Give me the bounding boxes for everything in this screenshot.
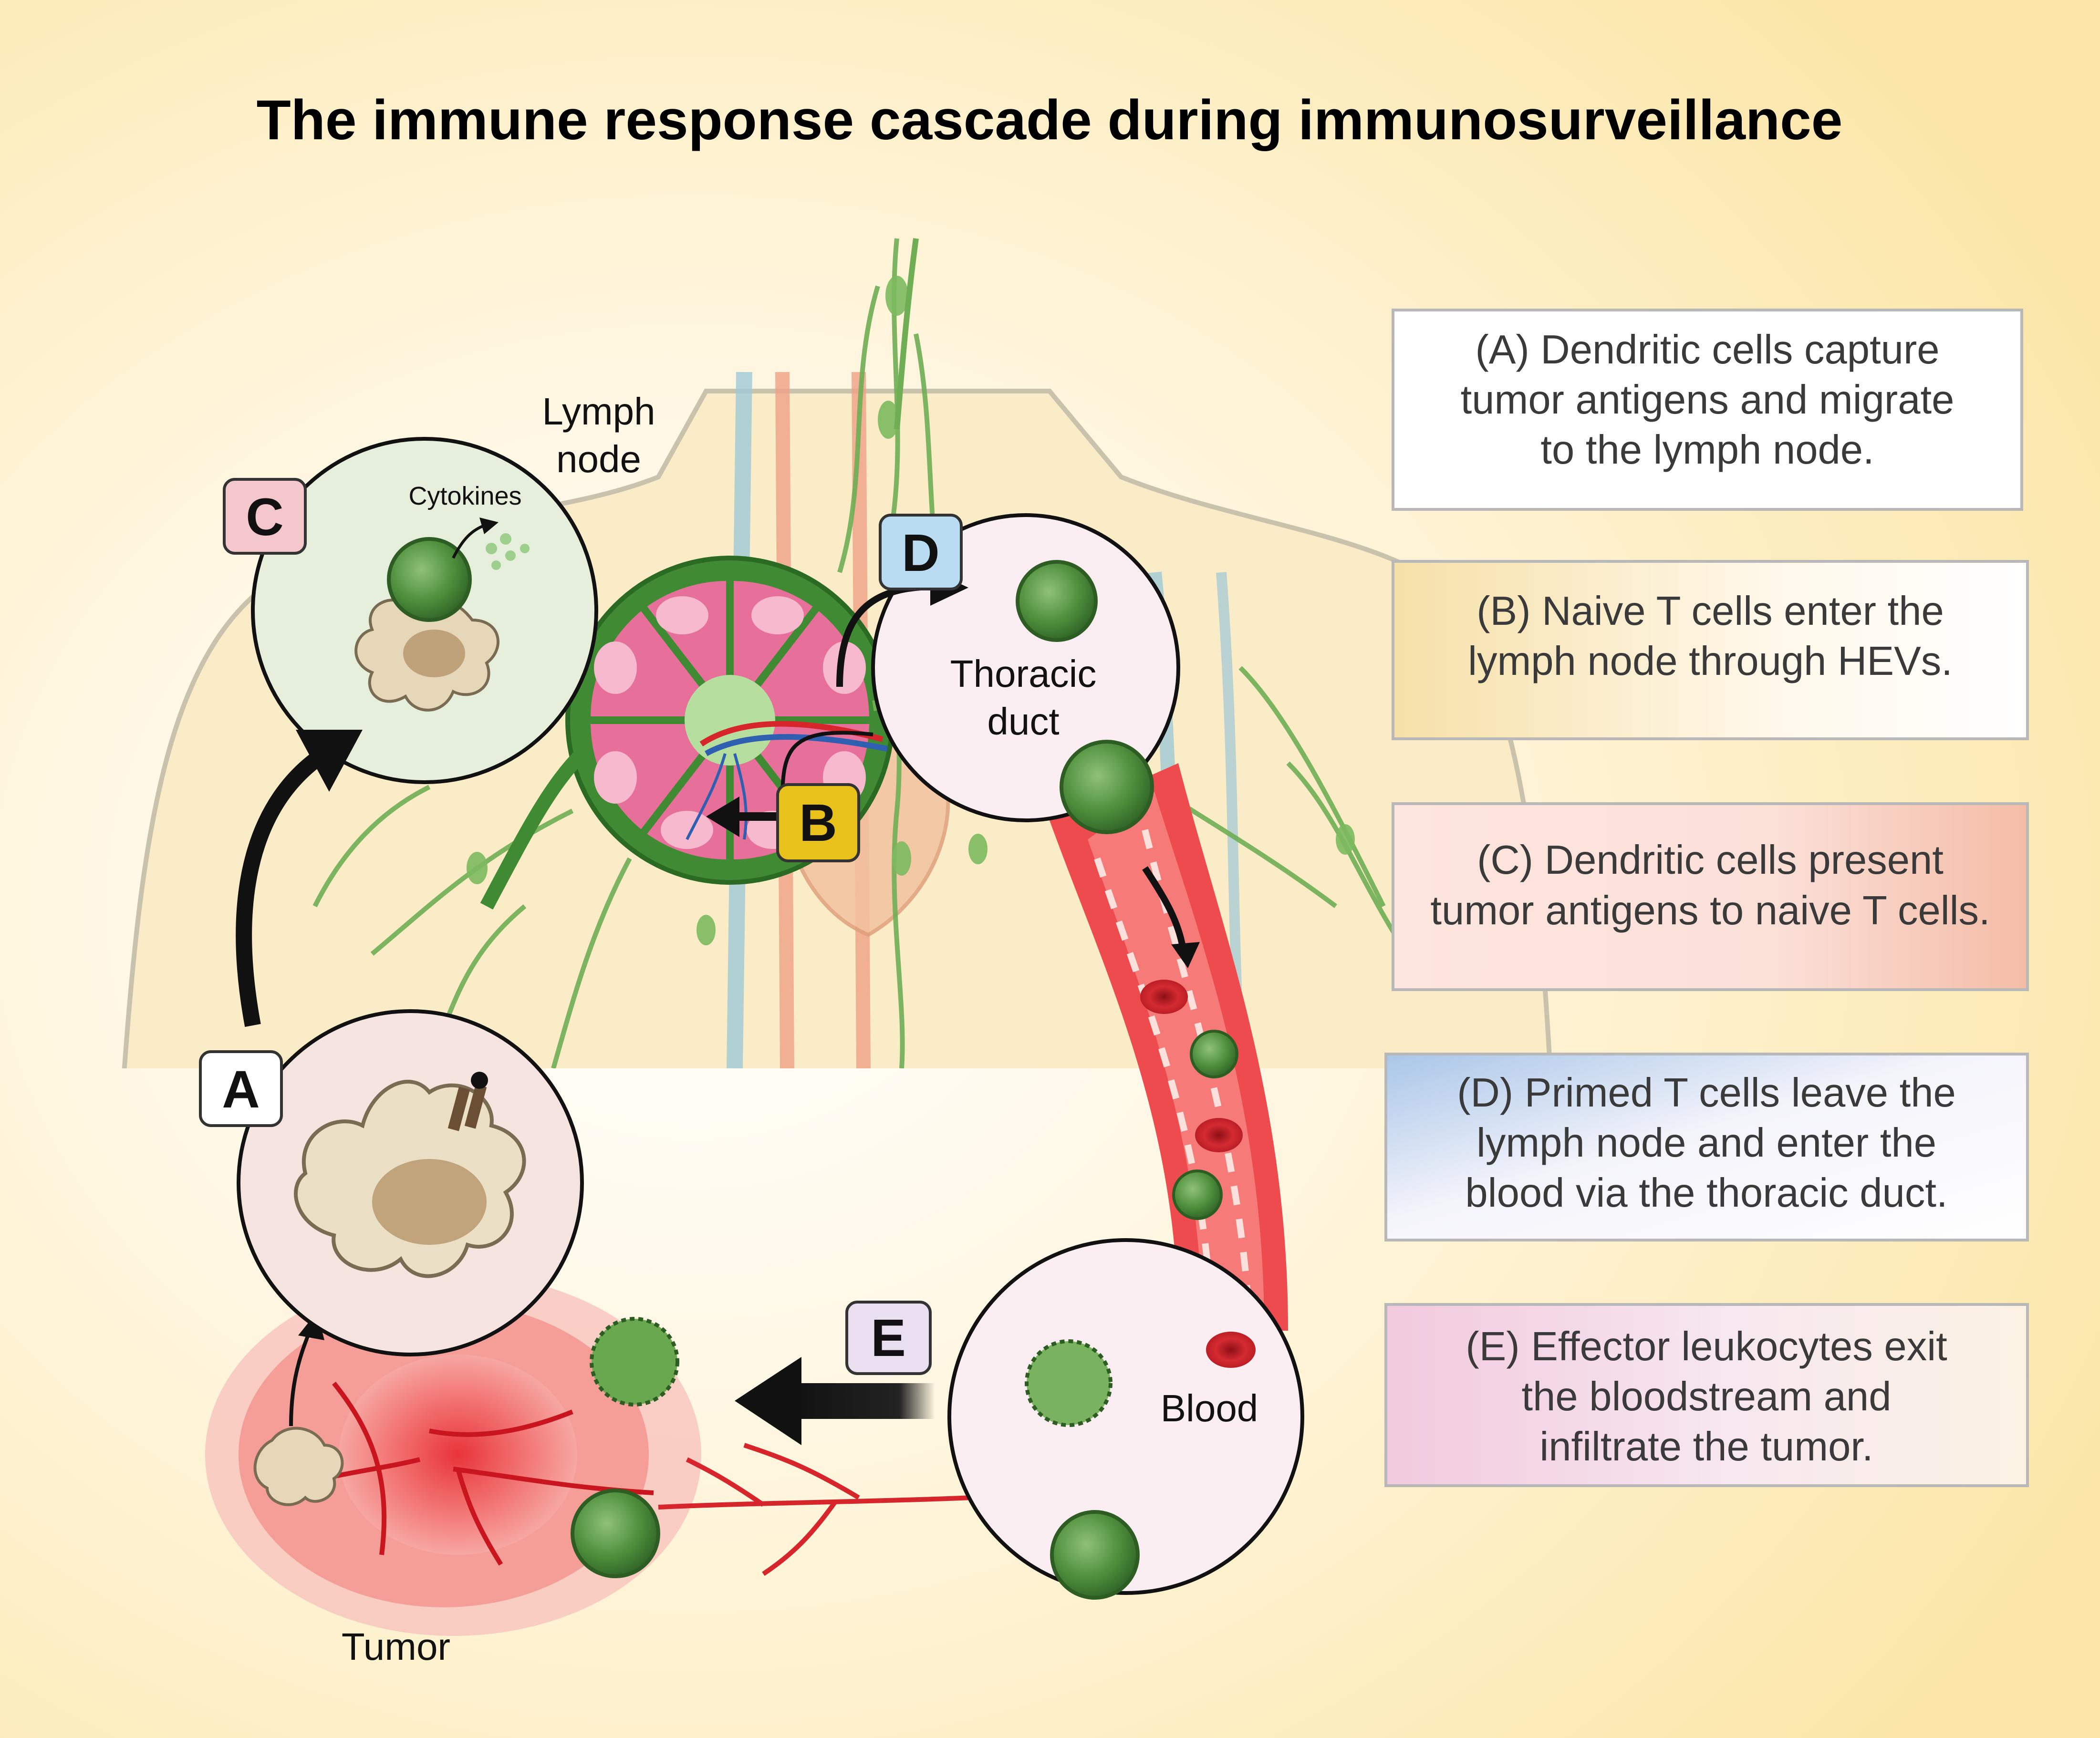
- svg-text:(E) Effector leukocytes exit: (E) Effector leukocytes exit: [1466, 1324, 1947, 1369]
- t-cell: [1172, 1169, 1223, 1220]
- t-cell: [1050, 1510, 1140, 1600]
- svg-text:A: A: [222, 1060, 260, 1119]
- red-blood-cell: [1195, 1118, 1243, 1152]
- zoom-circle-c: Cytokines: [251, 437, 598, 784]
- migration-arrow-icon: [289, 1330, 312, 1427]
- badge-e: E: [845, 1301, 932, 1375]
- zoom-circle-blood: Blood: [947, 1238, 1304, 1600]
- cytokines-label: Cytokines: [408, 482, 521, 510]
- svg-text:tumor antigens and migrate: tumor antigens and migrate: [1461, 377, 1954, 423]
- svg-text:E: E: [871, 1309, 905, 1367]
- step-box-c: (C) Dendritic cells present tumor antige…: [1392, 802, 2029, 991]
- badge-c: C: [223, 478, 307, 555]
- svg-text:D: D: [902, 524, 939, 582]
- flow-arrow-icon: [1142, 866, 1186, 950]
- thoracic-label-1: Thoracic: [950, 652, 1097, 695]
- step-box-d: (D) Primed T cells leave the lymph node …: [1384, 1053, 2029, 1241]
- badge-a-box: [199, 1050, 283, 1127]
- dendritic-cell-small: [253, 1427, 344, 1506]
- effector-cell: [590, 1317, 679, 1407]
- badge-b: B: [776, 783, 860, 862]
- t-cell: [1190, 1030, 1238, 1078]
- arrow-e-icon: [792, 1383, 935, 1419]
- svg-text:B: B: [799, 794, 837, 852]
- t-cell: [571, 1489, 660, 1578]
- badge-c-box: [223, 478, 307, 555]
- badge-d-box: [879, 514, 963, 590]
- svg-text:lymph node through HEVs.: lymph node through HEVs.: [1468, 639, 1953, 684]
- step-box-a: (A) Dendritic cells capture tumor antige…: [1392, 309, 2023, 511]
- svg-text:lymph node and enter the: lymph node and enter the: [1476, 1120, 1936, 1166]
- lymph-vessel-top: [894, 238, 919, 430]
- svg-text:(C) Dendritic cells present: (C) Dendritic cells present: [1477, 838, 1944, 883]
- antigen-icon: [447, 1086, 470, 1131]
- svg-text:tumor antigens to naive T cell: tumor antigens to naive T cells.: [1430, 888, 1990, 933]
- cytokine-particles: [486, 543, 497, 554]
- svg-text:(A) Dendritic cells capture: (A) Dendritic cells capture: [1475, 327, 1939, 372]
- svg-text:the bloodstream and: the bloodstream and: [1522, 1374, 1892, 1419]
- svg-text:infiltrate the tumor.: infiltrate the tumor.: [1539, 1424, 1873, 1469]
- svg-text:(B) Naive T cells enter the: (B) Naive T cells enter the: [1476, 589, 1944, 634]
- red-blood-cell: [1206, 1332, 1256, 1368]
- t-cell: [387, 537, 472, 622]
- t-cell: [1060, 740, 1154, 834]
- effector-cell: [1025, 1339, 1112, 1427]
- svg-text:blood via the thoracic duct.: blood via the thoracic duct.: [1465, 1170, 1947, 1216]
- badge-a: A: [199, 1050, 283, 1127]
- badge-e-box: [845, 1301, 932, 1375]
- badge-d: D: [879, 514, 963, 590]
- step-box-e: (E) Effector leukocytes exit the bloodst…: [1384, 1303, 2029, 1487]
- tumor-label: Tumor: [342, 1625, 450, 1668]
- flow-arrowhead-icon: [1171, 942, 1200, 968]
- red-blood-cell: [1140, 980, 1188, 1014]
- blood-label: Blood: [1161, 1387, 1258, 1429]
- svg-text:C: C: [246, 488, 283, 547]
- step-box-b: (B) Naive T cells enter the lymph node t…: [1392, 560, 2029, 740]
- zoom-circle-a: [237, 1009, 584, 1356]
- svg-text:(D) Primed T cells leave the: (D) Primed T cells leave the: [1457, 1070, 1956, 1116]
- arrow-a-to-c-icon: [236, 746, 329, 1027]
- badge-b-box: [776, 783, 860, 862]
- thoracic-label-2: duct: [987, 700, 1059, 743]
- lymph-node-label-2: node: [556, 438, 641, 480]
- lymph-node-label-1: Lymph: [542, 390, 655, 433]
- svg-text:to the lymph node.: to the lymph node.: [1540, 427, 1874, 473]
- page-title: The immune response cascade during immun…: [257, 89, 1843, 152]
- t-cell: [1016, 560, 1098, 642]
